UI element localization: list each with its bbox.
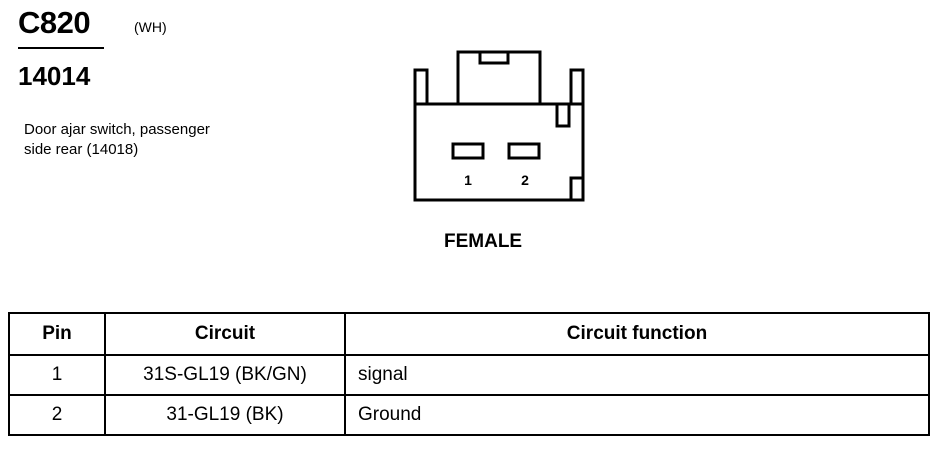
right-latch-extension: [555, 102, 571, 128]
connector-face-diagram: 1 2: [413, 50, 585, 202]
function-cell: Ground: [344, 394, 930, 436]
cavity-1: [451, 142, 485, 160]
right-latch: [569, 68, 585, 106]
pin-cell: 1: [8, 354, 106, 396]
table-row: 2 31-GL19 (BK) Ground: [8, 394, 930, 436]
polarizing-key: [569, 176, 585, 202]
circuit-cell: 31S-GL19 (BK/GN): [104, 354, 346, 396]
left-latch: [413, 68, 429, 106]
function-cell: signal: [344, 354, 930, 396]
part-number: 14014: [18, 61, 91, 91]
table-row: 1 31S-GL19 (BK/GN) signal: [8, 354, 930, 396]
cavity-label-1: 1: [464, 172, 472, 188]
pin-table: Pin Circuit Circuit function 1 31S-GL19 …: [8, 312, 930, 436]
description-line-1: Door ajar switch, passenger: [24, 121, 210, 138]
circuit-cell: 31-GL19 (BK): [104, 394, 346, 436]
connector-id: C820: [18, 5, 91, 40]
description-line-2: side rear (14018): [24, 141, 139, 158]
connector-gender-label: FEMALE: [444, 231, 523, 252]
connector-description: Door ajar switch, passenger side rear (1…: [24, 120, 284, 160]
header-circuit: Circuit: [104, 312, 346, 356]
cavity-label-2: 2: [521, 172, 529, 188]
pin-cell: 2: [8, 394, 106, 436]
locking-tab: [456, 50, 542, 106]
header-circuit-function: Circuit function: [344, 312, 930, 356]
title-underline: [18, 47, 104, 49]
connector-color-code: (WH): [134, 19, 167, 35]
header-pin: Pin: [8, 312, 106, 356]
locking-tab-notch: [478, 50, 510, 65]
cavity-2: [507, 142, 541, 160]
pin-table-header-row: Pin Circuit Circuit function: [8, 312, 930, 356]
